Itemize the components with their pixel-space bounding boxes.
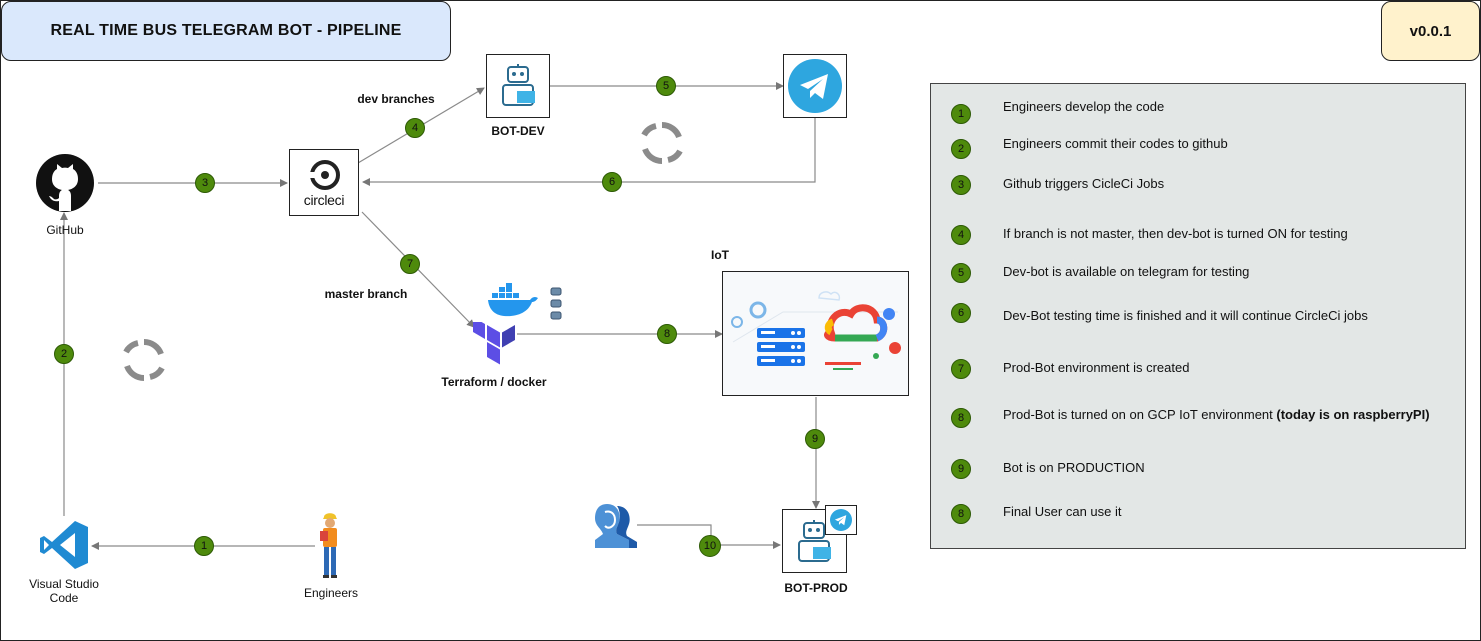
- terraform-docker-label: Terraform / docker: [441, 375, 547, 389]
- step-marker-3: 3: [195, 173, 215, 193]
- engineers-label: Engineers: [303, 586, 359, 600]
- legend-item: 3 Github triggers CicleCi Jobs: [931, 175, 1467, 205]
- robot-prod-icon: [798, 520, 831, 562]
- legend-item: 1 Engineers develop the code: [931, 99, 1467, 134]
- legend-item: 8 Final User can use it: [931, 504, 1467, 534]
- legend-item: 9 Bot is on PRODUCTION: [931, 459, 1467, 489]
- step-marker-6: 6: [602, 172, 622, 192]
- engineer-icon: [320, 513, 337, 578]
- legend-text: Bot is on PRODUCTION: [1003, 460, 1145, 475]
- legend-step-number: 6: [951, 303, 971, 323]
- telegram-small-icon: [830, 509, 852, 531]
- legend-step-number: 9: [951, 459, 971, 479]
- bot-prod-label: BOT-PROD: [784, 581, 848, 595]
- master-branch-label: master branch: [324, 287, 408, 301]
- step-marker-7: 7: [400, 254, 420, 274]
- legend-step-number: 8: [951, 504, 971, 524]
- step-marker-2: 2: [54, 344, 74, 364]
- vscode-icon: [40, 521, 88, 569]
- refresh-icon-dev: [641, 121, 683, 165]
- step-marker-9: 9: [805, 429, 825, 449]
- legend-item: 2 Engineers commit their codes to github: [931, 136, 1467, 169]
- edge-telegram-circleci: [362, 115, 816, 186]
- dev-branches-label: dev branches: [357, 92, 435, 106]
- robot-dev-icon: [502, 64, 535, 106]
- terraform-icon: [473, 322, 515, 365]
- legend-item: 5 Dev-bot is available on telegram for t…: [931, 263, 1467, 293]
- version-badge: v0.0.1: [1381, 1, 1480, 61]
- legend-text: Engineers commit their codes to github: [1003, 136, 1228, 151]
- legend-text: If branch is not master, then dev-bot is…: [1003, 226, 1348, 241]
- legend-text: Prod-Bot environment is created: [1003, 360, 1190, 375]
- circleci-node[interactable]: circleci: [289, 149, 359, 216]
- legend-step-number: 2: [951, 139, 971, 159]
- users-icon: [595, 504, 637, 548]
- docker-icon: [488, 283, 538, 317]
- legend-text: Dev-Bot testing time is finished and it …: [1003, 308, 1368, 323]
- github-icon: [36, 154, 94, 212]
- legend-text: Final User can use it: [1003, 504, 1122, 519]
- step-marker-4: 4: [405, 118, 425, 138]
- circleci-wordmark: circleci: [303, 192, 345, 208]
- legend-step-number: 7: [951, 359, 971, 379]
- legend-item: 6 Dev-Bot testing time is finished and i…: [931, 303, 1467, 333]
- legend-text-plain: Prod-Bot is turned on on GCP IoT environ…: [1003, 407, 1277, 422]
- legend-step-number: 8: [951, 408, 971, 428]
- step-marker-5: 5: [656, 76, 676, 96]
- vscode-label: Visual Studio Code: [29, 577, 99, 605]
- legend-step-number: 3: [951, 175, 971, 195]
- iot-cloud-node[interactable]: [722, 271, 909, 396]
- bot-dev-node[interactable]: [486, 54, 550, 118]
- legend-step-number: 4: [951, 225, 971, 245]
- legend-text: Github triggers CicleCi Jobs: [1003, 176, 1165, 191]
- circleci-logo-icon: [310, 160, 340, 190]
- legend-text-strong: (today is on raspberryPI): [1276, 407, 1430, 422]
- steps-legend-panel: 1 Engineers develop the code 2 Engineers…: [930, 83, 1466, 549]
- legend-text: Dev-bot is available on telegram for tes…: [1003, 264, 1250, 279]
- step-marker-1: 1: [194, 536, 214, 556]
- legend-item: 4 If branch is not master, then dev-bot …: [931, 225, 1467, 255]
- legend-step-number: 1: [951, 104, 971, 124]
- gcp-iot-illustration-icon: [723, 272, 908, 395]
- step-marker-8: 8: [657, 324, 677, 344]
- iot-label: IoT: [711, 248, 729, 262]
- refresh-icon-commit: [123, 338, 165, 382]
- telegram-icon: [788, 59, 842, 113]
- legend-text: Prod-Bot is turned on on GCP IoT environ…: [1003, 407, 1443, 423]
- legend-step-number: 5: [951, 263, 971, 283]
- telegram-node[interactable]: [783, 54, 847, 118]
- legend-item: 8 Prod-Bot is turned on on GCP IoT envir…: [931, 407, 1467, 448]
- diagram-title: REAL TIME BUS TELEGRAM BOT - PIPELINE: [1, 1, 451, 61]
- bot-dev-label: BOT-DEV: [491, 124, 545, 138]
- legend-text: Engineers develop the code: [1003, 99, 1165, 114]
- legend-item: 7 Prod-Bot environment is created: [931, 359, 1467, 389]
- bot-prod-telegram-badge: [825, 505, 857, 535]
- container-stack-icon: [550, 287, 562, 320]
- step-marker-10: 10: [699, 535, 721, 557]
- github-label: GitHub: [46, 223, 84, 237]
